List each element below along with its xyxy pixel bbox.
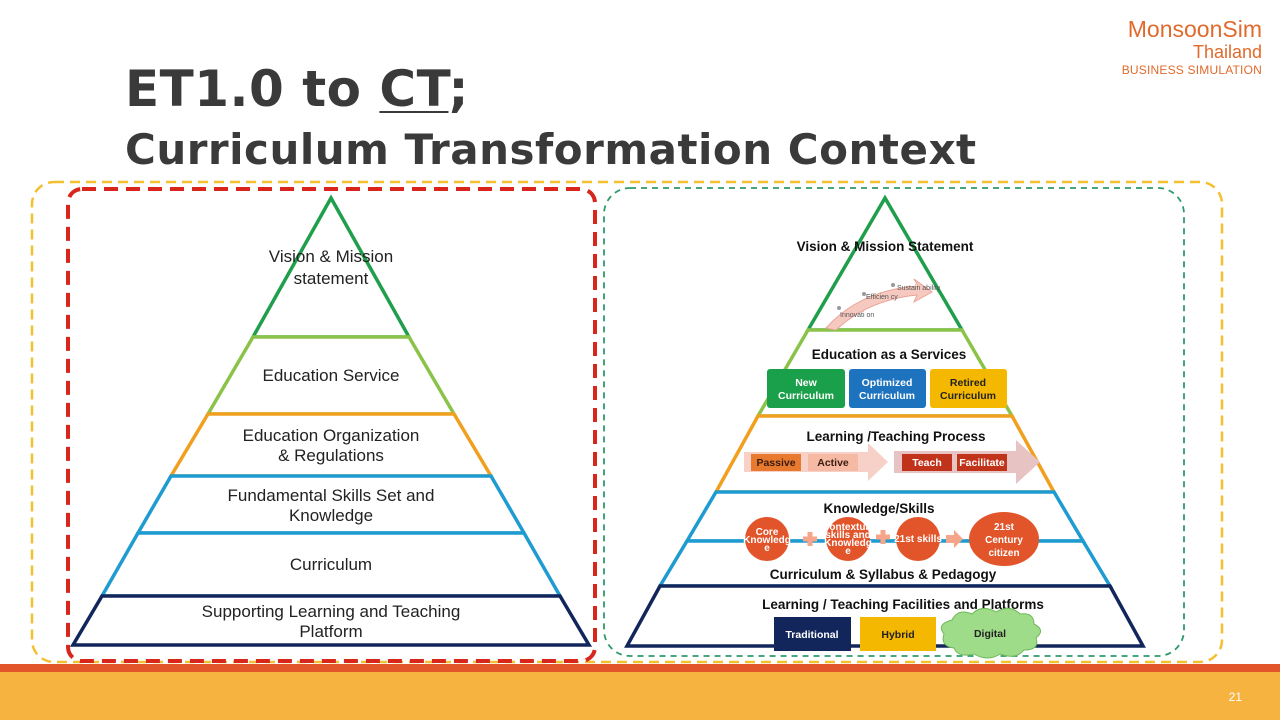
title-suffix: ;	[448, 60, 469, 118]
left-pyramid: Vision & Mission statement Education Ser…	[69, 194, 593, 647]
contextual-line4: e	[845, 546, 851, 557]
traditional-text: Traditional	[785, 629, 838, 641]
optimized-curriculum-box	[849, 369, 926, 408]
right-service-label: Education as a Services	[812, 347, 967, 362]
innovation-label: Innovati on	[840, 312, 874, 319]
teach-text: Teach	[912, 457, 942, 469]
citizen-line1: 21st	[994, 522, 1015, 533]
21st-skills-circle	[896, 517, 940, 561]
retired-curriculum-line1: Retired	[950, 377, 986, 389]
teach-box	[902, 454, 952, 471]
contextual-line2: skills and	[825, 530, 871, 541]
plus-icon-2	[876, 530, 890, 544]
digital-text: Digital	[974, 628, 1006, 640]
left-skills-label-2: Knowledge	[289, 506, 373, 525]
left-dashed-frame	[66, 187, 597, 663]
logo-country: Thailand	[1192, 42, 1262, 62]
left-vision-label-1: Vision & Mission	[269, 247, 393, 266]
slide-subtitle: Curriculum Transformation Context	[125, 125, 977, 174]
active-box	[808, 454, 858, 471]
right-knowledge-label: Knowledge/Skills	[823, 501, 934, 516]
passive-text: Passive	[756, 457, 795, 469]
left-organization-label-1: Education Organization	[243, 426, 420, 445]
left-platform-label-1: Supporting Learning and Teaching	[202, 602, 461, 621]
sustainability-dot	[891, 283, 895, 287]
core-knowledge-line2: Knowledg	[743, 535, 791, 546]
logo-name: MonsoonSim	[1127, 16, 1262, 42]
21st-skills-text: 21st skills	[894, 534, 942, 545]
right-process-label: Learning /Teaching Process	[806, 429, 985, 444]
hybrid-box	[860, 617, 936, 651]
left-level-vision	[250, 194, 412, 339]
right-level-vision	[804, 194, 966, 332]
new-curriculum-line1: New	[795, 377, 817, 389]
core-knowledge-line3: e	[764, 543, 770, 554]
digital-cloud-shape	[940, 608, 1041, 659]
right-facilities-label: Learning / Teaching Facilities and Platf…	[762, 597, 1044, 612]
optimized-curriculum-line2: Curriculum	[859, 390, 915, 402]
left-curriculum-label: Curriculum	[290, 555, 372, 574]
left-skills-label-1: Fundamental Skills Set and	[228, 486, 435, 505]
right-vision-label: Vision & Mission Statement	[797, 239, 974, 254]
page-number: 21	[1228, 690, 1242, 704]
left-level-organization	[167, 412, 495, 478]
efficiency-dot	[862, 292, 866, 296]
contextual-line1: Contextual	[822, 522, 874, 533]
contextual-line3: Knowledg	[824, 538, 872, 549]
21st-century-citizen-circle	[969, 512, 1039, 566]
left-service-label: Education Service	[262, 366, 399, 385]
passive-box	[751, 454, 801, 471]
hybrid-text: Hybrid	[881, 629, 914, 641]
outer-dashed-frame	[30, 180, 1224, 664]
contextual-skills-circle	[826, 517, 870, 561]
right-curriculum-label: Curriculum & Syllabus & Pedagogy	[770, 567, 997, 582]
retired-curriculum-line2: Curriculum	[940, 390, 996, 402]
title-underlined-ct: CT	[379, 60, 449, 118]
facilitate-text: Facilitate	[959, 457, 1005, 469]
core-knowledge-line1: Core	[756, 527, 779, 538]
efficiency-label: Efficien cy	[866, 294, 898, 301]
arrow-right-icon	[946, 530, 963, 548]
facilitate-box	[957, 454, 1007, 471]
traditional-box	[774, 617, 851, 651]
logo-tagline: BUSINESS SIMULATION	[1121, 63, 1262, 77]
left-platform-label-2: Platform	[299, 622, 362, 641]
citizen-line3: citizen	[988, 548, 1019, 559]
right-pyramid: Vision & Mission Statement Innovati on E…	[624, 194, 1146, 659]
active-text: Active	[817, 457, 849, 469]
left-level-platform	[69, 594, 593, 647]
new-curriculum-box	[767, 369, 845, 408]
footer-orange-band	[0, 672, 1280, 720]
title-prefix: ET1.0 to	[125, 60, 380, 118]
citizen-line2: Century	[985, 535, 1023, 546]
right-dashed-frame	[603, 187, 1185, 657]
monsoonsim-logo: MonsoonSim Thailand BUSINESS SIMULATION	[1122, 16, 1262, 78]
retired-curriculum-box	[930, 369, 1007, 408]
sustainability-label: Sustain ability	[897, 285, 941, 292]
slide-title: ET1.0 to CT;	[125, 58, 469, 120]
left-organization-label-2: & Regulations	[278, 446, 384, 465]
left-vision-label-2: statement	[294, 269, 369, 288]
growth-arrow-icon	[825, 278, 933, 331]
footer-red-stripe	[0, 664, 1280, 672]
core-knowledge-circle	[745, 517, 789, 561]
innovation-dot	[837, 306, 841, 310]
new-curriculum-line2: Curriculum	[778, 390, 834, 402]
plus-icon	[803, 532, 817, 546]
optimized-curriculum-line1: Optimized	[862, 377, 913, 389]
